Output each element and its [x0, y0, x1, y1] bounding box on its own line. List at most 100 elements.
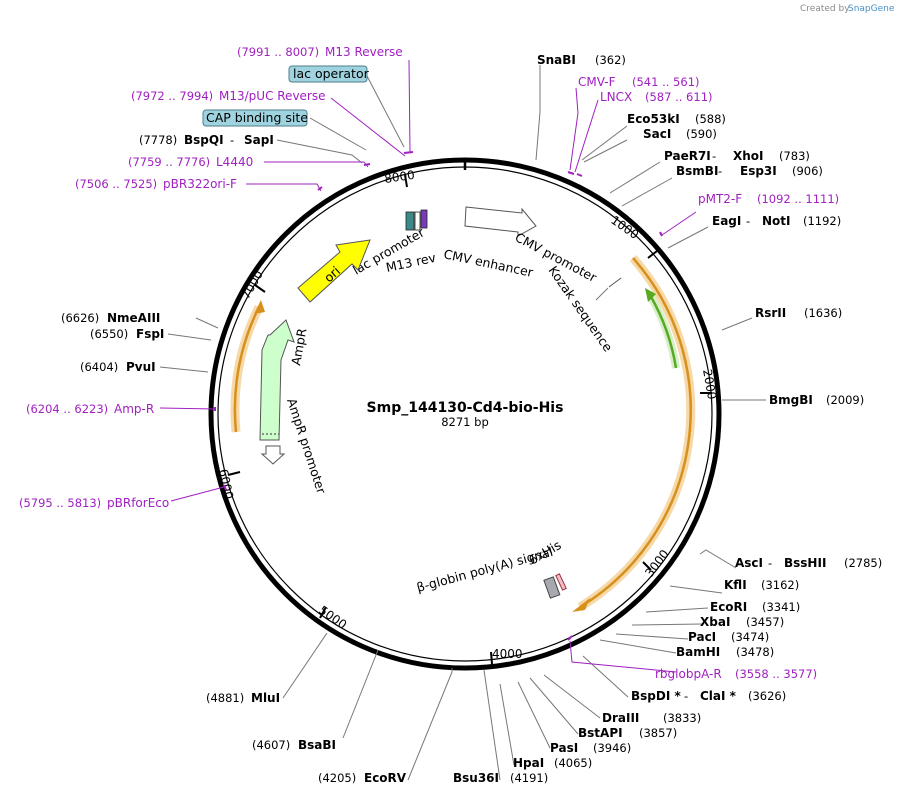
tick-label-4000: 4000 [492, 647, 523, 661]
svg-text:pMT2-F: pMT2-F [698, 192, 742, 206]
primer-pmt2-f[interactable]: pMT2-F (1092 .. 1111) [698, 192, 839, 206]
svg-text:M13/pUC Reverse: M13/pUC Reverse [219, 89, 326, 103]
svg-text:(7991 .. 8007): (7991 .. 8007) [237, 45, 319, 59]
enzyme-eco53ki[interactable]: Eco53kI (588) [627, 112, 726, 126]
svg-text:EagI: EagI [712, 214, 741, 228]
enzyme-bamhi[interactable]: BamHI (3478) [676, 645, 774, 659]
ori-arrow [297, 239, 371, 303]
svg-text:(1636): (1636) [804, 306, 842, 320]
primer-lncx[interactable]: LNCX (587 .. 611) [600, 90, 713, 104]
svg-text:EcoRV: EcoRV [364, 771, 407, 785]
bglobin-polya-mark [543, 576, 561, 599]
svg-text:MluI: MluI [251, 691, 280, 705]
tick-label-6000: 6000 [216, 468, 236, 501]
svg-text:DraIII: DraIII [602, 711, 639, 725]
svg-text:PasI: PasI [550, 741, 578, 755]
enzyme-asci[interactable]: AscI - BssHII (2785) [735, 556, 882, 570]
ampr-arrow [259, 319, 295, 441]
svg-text:XhoI: XhoI [733, 149, 764, 163]
enzyme-draiii[interactable]: DraIII (3833) [602, 711, 701, 725]
primer-rbglobpa-r[interactable]: rbglobpA-R (3558 .. 3577) [655, 667, 817, 681]
svg-text:(4191): (4191) [510, 771, 548, 785]
svg-text:(3558 .. 3577): (3558 .. 3577) [735, 667, 817, 681]
enzyme-bspqi[interactable]: (7778) BspQI - SapI [139, 133, 274, 147]
svg-text:(541 .. 561): (541 .. 561) [632, 75, 700, 89]
enzyme-snabi[interactable]: SnaBI (362) [537, 53, 626, 67]
primer-pbrforeco[interactable]: (5795 .. 5813) pBRforEco [19, 496, 169, 510]
svg-text:BspQI: BspQI [184, 133, 224, 147]
enzyme-pasi[interactable]: PasI (3946) [550, 741, 631, 755]
enzyme-bsu36i[interactable]: Bsu36I (4191) [453, 771, 548, 785]
svg-text:(587 .. 611): (587 .. 611) [645, 90, 713, 104]
enzyme-bsabi[interactable]: (4607) BsaBI [252, 738, 336, 752]
enzyme-xbai[interactable]: XbaI (3457) [700, 615, 784, 629]
svg-text:NotI: NotI [762, 214, 791, 228]
svg-text:(3478): (3478) [736, 645, 774, 659]
green-orf-arrowhead [645, 288, 656, 302]
enzyme-kfli[interactable]: KflI (3162) [724, 578, 799, 592]
cap-binding-site-box[interactable]: CAP binding site [202, 109, 308, 127]
primer-pbr322ori-f[interactable]: (7506 .. 7525) pBR322ori-F [75, 177, 237, 191]
enzyme-pvui[interactable]: (6404) PvuI [80, 360, 156, 374]
svg-text:Bsu36I: Bsu36I [453, 771, 499, 785]
enzyme-mlui[interactable]: (4881) MluI [206, 691, 280, 705]
lac-promoter-mark [414, 211, 421, 231]
svg-text:EcoRI: EcoRI [710, 600, 747, 614]
primer-l4440[interactable]: (7759 .. 7776) L4440 [128, 155, 253, 169]
svg-text:(3474): (3474) [731, 630, 769, 644]
svg-text:FspI: FspI [136, 327, 164, 341]
svg-text:SacI: SacI [643, 127, 671, 141]
enzyme-hpai[interactable]: HpaI (4065) [513, 756, 592, 770]
enzyme-ecorv[interactable]: (4205) EcoRV [318, 771, 407, 785]
enzyme-ecori[interactable]: EcoRI (3341) [710, 600, 800, 614]
svg-text:Eco53kI: Eco53kI [627, 112, 680, 126]
enzyme-bspdi[interactable]: BspDI * - ClaI * (3626) [631, 689, 786, 703]
enzyme-bsmbi[interactable]: BsmBI - Esp3I (906) [676, 164, 823, 178]
svg-text:BmgBI: BmgBI [769, 393, 813, 407]
svg-text:(6550): (6550) [90, 327, 128, 341]
svg-text:SapI: SapI [244, 133, 274, 147]
svg-text:(2009): (2009) [826, 393, 864, 407]
orf-arc-amp-arrowhead [254, 300, 265, 314]
svg-text:-: - [230, 133, 234, 147]
svg-text:PaeR7I: PaeR7I [664, 149, 711, 163]
tick-label-5000: 5000 [316, 603, 349, 632]
lac-operator-box[interactable]: lac operator [288, 65, 370, 83]
svg-text:(3857): (3857) [639, 726, 677, 740]
primer-m13-reverse[interactable]: (7991 .. 8007) M13 Reverse [237, 45, 403, 59]
enzyme-fspi[interactable]: (6550) FspI [90, 327, 164, 341]
svg-text:Esp3I: Esp3I [740, 164, 777, 178]
tick-label-8000: 8000 [383, 168, 415, 186]
orf-arc-main [579, 257, 692, 609]
primer-cmv-f[interactable]: CMV-F (541 .. 561) [578, 75, 700, 89]
svg-text:XbaI: XbaI [700, 615, 730, 629]
enzyme-eagi[interactable]: EagI - NotI (1192) [712, 214, 841, 228]
tick-label-2000: 2000 [700, 368, 719, 401]
lac-operator-mark [405, 211, 415, 231]
plasmid-name: Smp_144130-Cd4-bio-His [367, 400, 564, 416]
enzyme-saci[interactable]: SacI (590) [643, 127, 717, 141]
enzyme-paer7i[interactable]: PaeR7I - XhoI (783) [664, 149, 810, 163]
enzyme-bmgbi[interactable]: BmgBI (2009) [769, 393, 864, 407]
enzyme-bstapi[interactable]: BstAPI (3857) [578, 726, 677, 740]
enzyme-nmeaiii[interactable]: (6626) NmeAIII [61, 311, 160, 325]
svg-text:RsrII: RsrII [755, 306, 786, 320]
svg-text:(6204 .. 6223): (6204 .. 6223) [26, 402, 108, 416]
primer-amp-r[interactable]: (6204 .. 6223) Amp-R [26, 402, 154, 416]
svg-text:Amp-R: Amp-R [114, 402, 154, 416]
enzyme-rsrii[interactable]: RsrII (1636) [755, 306, 842, 320]
svg-text:PvuI: PvuI [126, 360, 156, 374]
enzyme-paci[interactable]: PacI (3474) [688, 630, 769, 644]
svg-text:(7778): (7778) [139, 133, 177, 147]
svg-text:(4881): (4881) [206, 691, 244, 705]
svg-text:(3457): (3457) [746, 615, 784, 629]
svg-text:PacI: PacI [688, 630, 716, 644]
svg-text:NmeAIII: NmeAIII [107, 311, 160, 325]
svg-text:(1092 .. 1111): (1092 .. 1111) [757, 192, 839, 206]
m13-rev-mark [420, 209, 428, 229]
green-orf-arc [648, 294, 678, 369]
svg-text:(7972 .. 7994): (7972 .. 7994) [131, 89, 213, 103]
primer-m13-puc-reverse[interactable]: (7972 .. 7994) M13/pUC Reverse [131, 89, 326, 103]
svg-text:(783): (783) [779, 149, 810, 163]
